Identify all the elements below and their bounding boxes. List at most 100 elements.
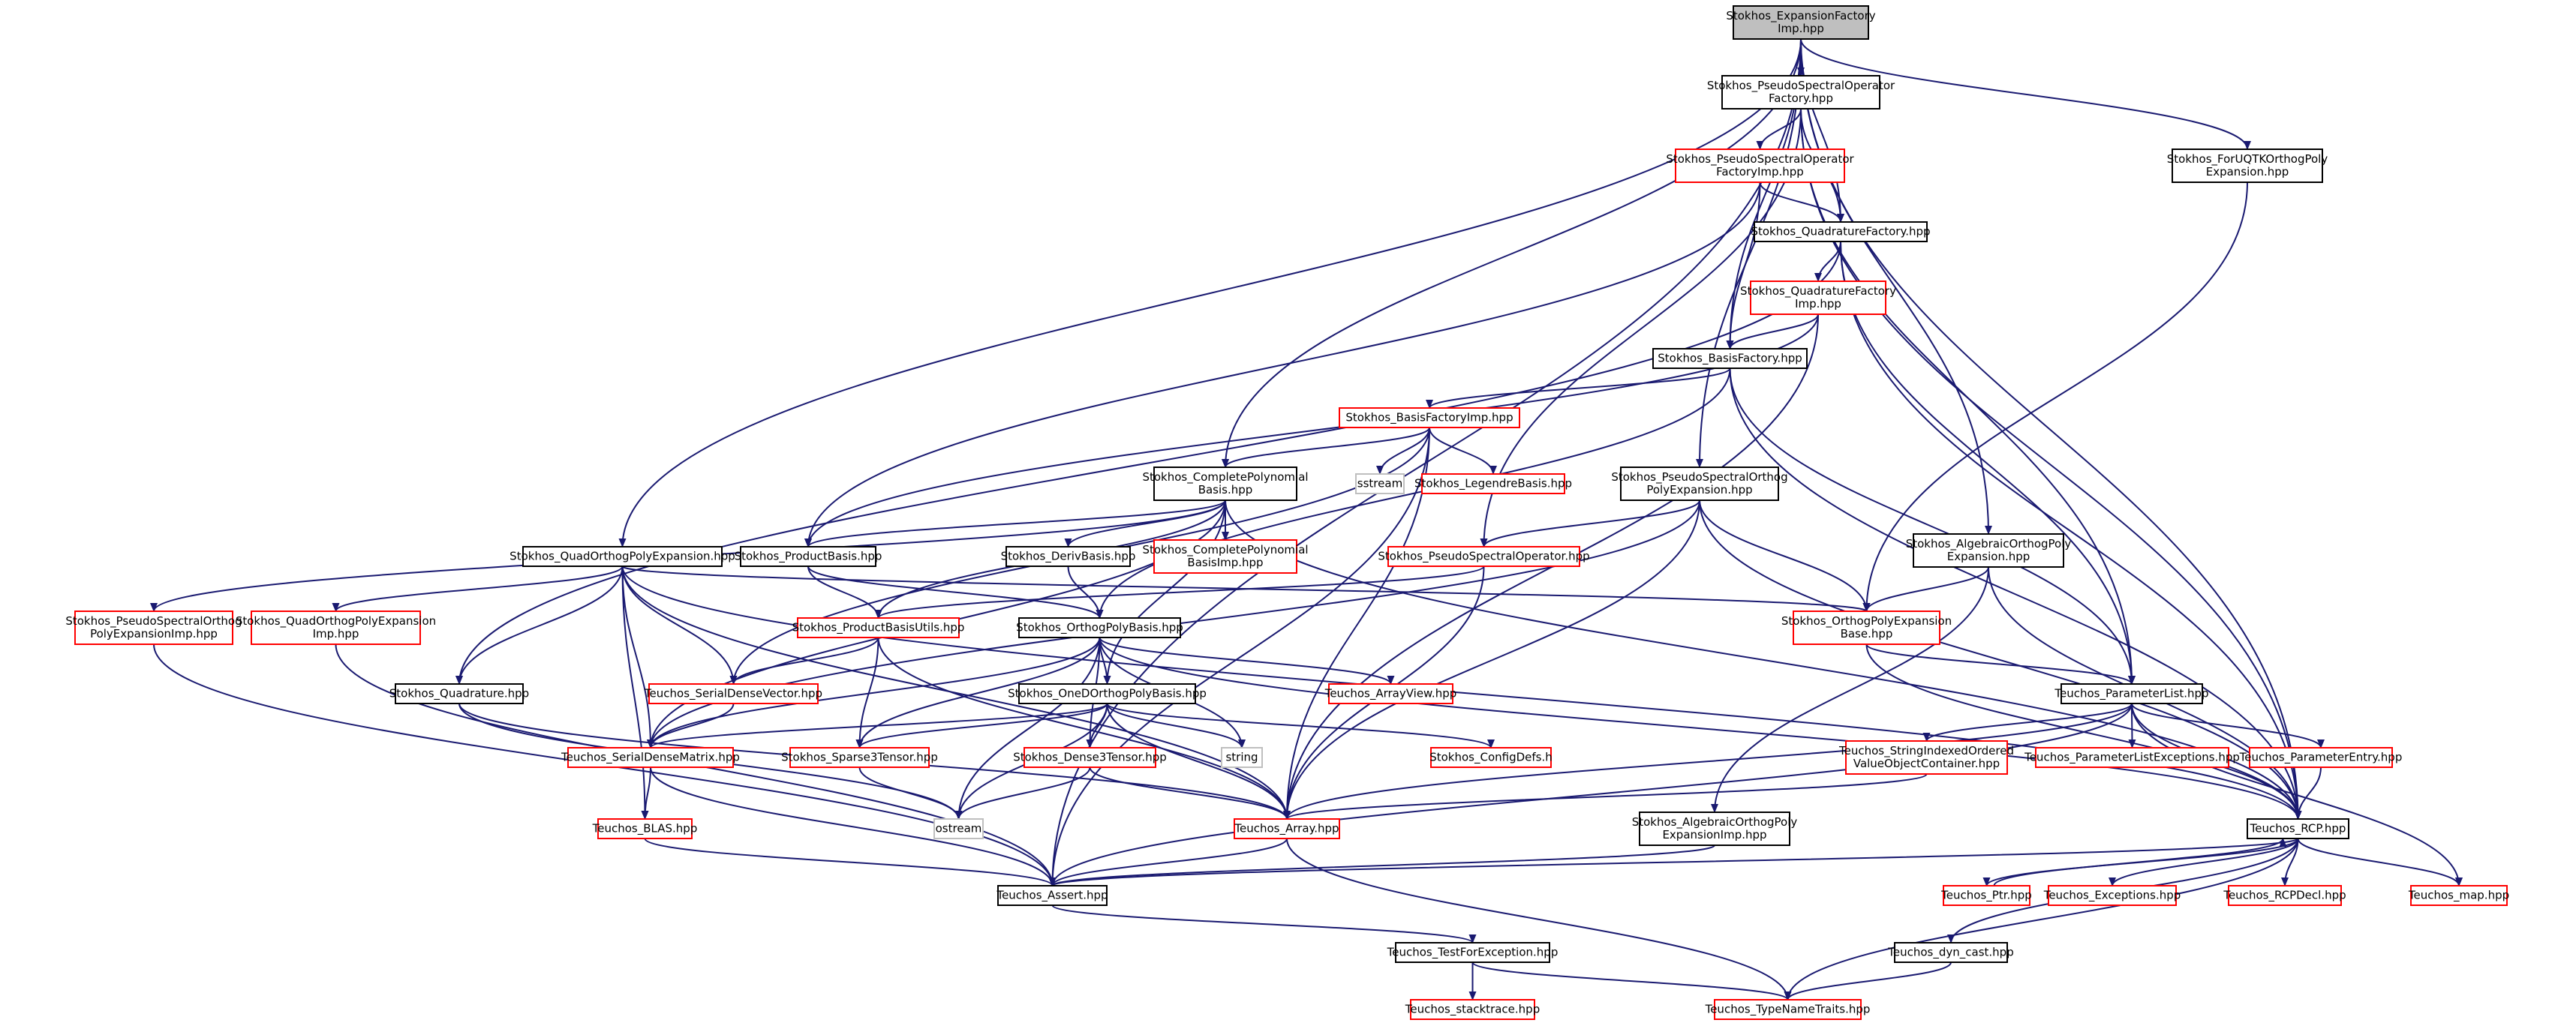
node-label-line: Stokhos_ProductBasisUtils.hpp [792, 621, 965, 635]
node-stokhos-pseudospectraloperatorfactoryimp[interactable]: Stokhos_PseudoSpectralOperatorFactoryImp… [1666, 148, 1855, 183]
edge-bfi-to-arr [1283, 427, 1430, 820]
node-teuchos-dyn-cast[interactable]: Teuchos_dyn_cast.hpp [1887, 942, 2014, 963]
edge-blas-to-assert [644, 838, 1057, 886]
node-stokhos-productbasisutils[interactable]: Stokhos_ProductBasisUtils.hpp [792, 617, 965, 638]
node-teuchos-arrayview[interactable]: Teuchos_ArrayView.hpp [1324, 683, 1457, 704]
node-label-line: Stokhos_Quadrature.hpp [389, 687, 529, 701]
node-box [2228, 885, 2342, 906]
edge-d3t-to-arr [1089, 766, 1291, 820]
node-teuchos-map[interactable]: Teuchos_map.hpp [2408, 885, 2509, 906]
node-box [597, 818, 693, 839]
node-box [1721, 75, 1880, 110]
node-box [1675, 148, 1845, 183]
node-teuchos-rcpdecl[interactable]: Teuchos_RCPDecl.hpp [2223, 885, 2346, 906]
node-label-line: ValueObjectContainer.hpp [1853, 757, 2000, 770]
node-label-line: PolyExpansion.hpp [1646, 483, 1752, 496]
edge-pbu-to-sdv [729, 637, 879, 685]
node-stokhos-productbasis[interactable]: Stokhos_ProductBasis.hpp [735, 546, 882, 567]
node-stokhos-onedorthogpolybasis[interactable]: Stokhos_OneDOrthogPolyBasis.hpp [1008, 683, 1207, 704]
node-teuchos-assert[interactable]: Teuchos_Assert.hpp [996, 885, 1108, 906]
node-teuchos-exceptions[interactable]: Teuchos_Exceptions.hpp [2043, 885, 2181, 906]
node-label-line: Teuchos_ParameterList.hpp [2054, 687, 2208, 701]
node-teuchos-parameterlistexceptions[interactable]: Teuchos_ParameterListExceptions.hpp [2024, 747, 2240, 768]
node-stokhos-legendrebasis[interactable]: Stokhos_LegendreBasis.hpp [1414, 473, 1572, 494]
edge-qope-to-quad [455, 566, 624, 685]
node-box [1620, 466, 1779, 501]
edge-opb-to-sdm [647, 637, 1101, 748]
node-teuchos-serialdensematrix[interactable]: Teuchos_SerialDenseMatrix.hpp [561, 747, 740, 768]
edge-cpb-to-pb [804, 500, 1226, 548]
node-stokhos-basisfactoryimp[interactable]: Stokhos_BasisFactoryImp.hpp [1339, 407, 1520, 428]
node-teuchos-parameterlist[interactable]: Teuchos_ParameterList.hpp [2054, 683, 2209, 704]
node-teuchos-ptr[interactable]: Teuchos_Ptr.hpp [1940, 885, 2032, 906]
node-ostream[interactable]: ostream [933, 818, 984, 839]
node-label-line: Stokhos_Dense3Tensor.hpp [1013, 751, 1167, 765]
edge-pl-to-sioc [1922, 703, 2133, 742]
node-stokhos-pseudospectralorthogpolyexpansionimp[interactable]: Stokhos_PseudoSpectralOrthogPolyExpansio… [65, 610, 242, 645]
node-stokhos-quadraturefactory[interactable]: Stokhos_QuadratureFactory.hpp [1751, 221, 1931, 242]
node-box [2247, 818, 2349, 839]
node-teuchos-typenametraits[interactable]: Teuchos_TypeNameTraits.hpp [1705, 999, 1871, 1020]
edge-bf-to-rcp [1729, 368, 2302, 820]
edge-psofi-to-bf [1726, 182, 1761, 350]
edge-pb-to-opb [807, 566, 1104, 619]
node-label-line: Expansion.hpp [2206, 165, 2289, 178]
node-stokhos-quadorthogpolyexpansion[interactable]: Stokhos_QuadOrthogPolyExpansion.hpp [509, 546, 735, 567]
node-stokhos-quadrature[interactable]: Stokhos_Quadrature.hpp [389, 683, 529, 704]
node-stokhos-basisfactory[interactable]: Stokhos_BasisFactory.hpp [1652, 348, 1808, 369]
node-teuchos-array[interactable]: Teuchos_Array.hpp [1234, 818, 1340, 839]
node-box [1153, 466, 1297, 501]
edge-fuqtk-to-opeb [1862, 182, 2248, 612]
node-stokhos-orthogpolybasis[interactable]: Stokhos_OrthogPolyBasis.hpp [1016, 617, 1183, 638]
edge-oneD-to-string [1106, 703, 1246, 748]
node-stokhos-configdefs[interactable]: Stokhos_ConfigDefs.h [1429, 747, 1553, 768]
node-label-line: Stokhos_ProductBasis.hpp [735, 550, 882, 564]
node-label-line: Teuchos_Ptr.hpp [1940, 889, 2032, 903]
edge-bf-to-bfi [1426, 368, 1731, 409]
node-teuchos-parameterentry[interactable]: Teuchos_ParameterEntry.hpp [2239, 747, 2403, 768]
node-string[interactable]: string [1221, 747, 1263, 768]
node-label-line: Teuchos_BLAS.hpp [592, 822, 698, 836]
node-label-line: BasisImp.hpp [1187, 556, 1263, 569]
node-stokhos-algebraicorthogpolyexpansionimp[interactable]: Stokhos_AlgebraicOrthogPolyExpansionImp.… [1632, 812, 1798, 846]
node-box [2410, 885, 2508, 906]
edge-root-to-fuqtk [1800, 38, 2251, 150]
node-box [1913, 533, 2064, 568]
node-teuchos-stacktrace[interactable]: Teuchos_stacktrace.hpp [1405, 999, 1540, 1020]
node-teuchos-blas[interactable]: Teuchos_BLAS.hpp [592, 818, 698, 839]
node-stokhos-pseudospectralorthogpolyexpansion[interactable]: Stokhos_PseudoSpectralOrthogPolyExpansio… [1611, 466, 1788, 501]
edge-pe-to-rcp [2294, 766, 2322, 820]
node-stokhos-pseudospectraloperator[interactable]: Stokhos_PseudoSpectralOperator.hpp [1378, 546, 1590, 567]
node-box [1023, 747, 1156, 768]
node-label-line: Stokhos_CompletePolynomial [1142, 470, 1308, 484]
edge-arr-to-tnt [1286, 838, 1792, 1000]
node-label-line: Stokhos_QuadratureFactory [1740, 284, 1896, 298]
node-teuchos-rcp[interactable]: Teuchos_RCP.hpp [2247, 818, 2349, 839]
edge-rcp-to-exc [2109, 838, 2299, 886]
node-teuchos-serialdensevector[interactable]: Teuchos_SerialDenseVector.hpp [644, 683, 822, 704]
node-label-line: FactoryImp.hpp [1716, 165, 1804, 178]
edge-root-to-psope [1696, 38, 1802, 468]
node-box [1395, 942, 1550, 963]
node-sstream[interactable]: sstream [1355, 473, 1405, 494]
node-stokhos-sparse3tensor[interactable]: Stokhos_Sparse3Tensor.hpp [781, 747, 938, 768]
edge-psofi-to-qf [1759, 182, 1844, 223]
edge-assert-to-tfe [1051, 904, 1477, 944]
node-label-line: Expansion.hpp [1947, 550, 2030, 563]
node-box [74, 610, 233, 645]
node-stokhos-pseudospectraloperatorfactory[interactable]: Stokhos_PseudoSpectralOperatorFactory.hp… [1707, 75, 1895, 110]
edge-psof-to-rcp [1800, 108, 2302, 820]
node-stokhos-derivbasis[interactable]: Stokhos_DerivBasis.hpp [1001, 546, 1136, 567]
node-teuchos-testforexception[interactable]: Teuchos_TestForException.hpp [1387, 942, 1559, 963]
node-teuchos-stringindexedorderedvalueobjectcontainer[interactable]: Teuchos_StringIndexedOrderedValueObjectC… [1838, 740, 2014, 775]
edge-root-to-assert [1048, 38, 1802, 886]
node-stokhos-dense3tensor[interactable]: Stokhos_Dense3Tensor.hpp [1013, 747, 1167, 768]
